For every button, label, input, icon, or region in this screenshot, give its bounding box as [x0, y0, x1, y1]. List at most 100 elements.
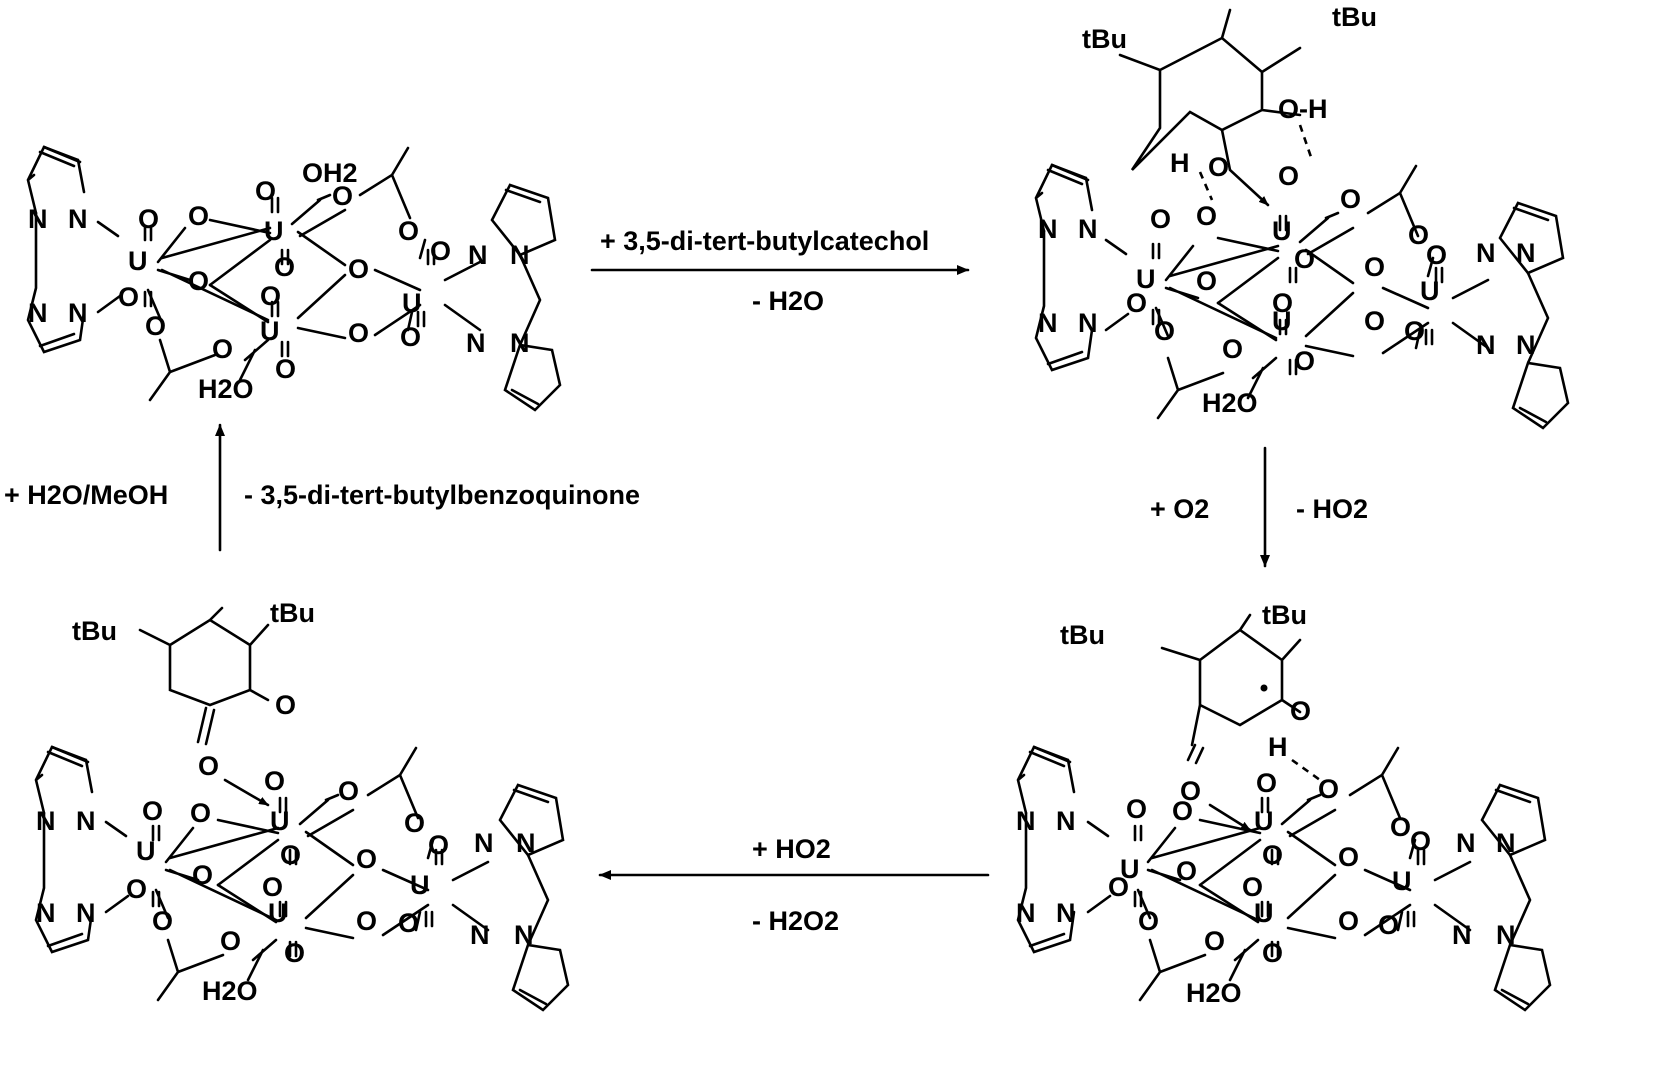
oxo-atom: O	[428, 830, 449, 860]
complex-d: tBu tBu O O U U U U O O O O O O O O O O …	[34, 598, 570, 1012]
oxo-atom: O	[255, 176, 276, 206]
oxo-atom: O	[1262, 840, 1283, 870]
bridging-oxygen: O	[192, 860, 213, 890]
oxo-atom: O	[142, 796, 163, 826]
nitrogen-atom: N	[36, 898, 56, 928]
bridging-oxygen: O	[190, 798, 211, 828]
oxo-atom: O	[1410, 826, 1431, 856]
oxo-atom: O	[260, 281, 281, 311]
nitrogen-atom: N	[514, 920, 534, 950]
uranium-atom: U	[1272, 306, 1292, 336]
nitrogen-atom: N	[516, 828, 536, 858]
bridging-oxygen: O	[348, 318, 369, 348]
uranium-atom: U	[1392, 866, 1412, 896]
acetate-oxygen: O	[398, 216, 419, 246]
nitrogen-atom: N	[1452, 920, 1472, 950]
bridging-oxygen: O	[348, 254, 369, 284]
uranium-atom: U	[410, 870, 430, 900]
acetate-oxygen: O	[145, 311, 166, 341]
oxo-atom: O	[274, 252, 295, 282]
semiquinone-oxygen: O	[1290, 696, 1311, 726]
acetate-oxygen: O	[1138, 906, 1159, 936]
nitrogen-atom: N	[28, 204, 48, 234]
aqua-ligand: H2O	[1202, 388, 1258, 418]
step1-byproduct-label: - H2O	[752, 286, 824, 316]
oxo-atom: O	[262, 872, 283, 902]
uranium-atom: U	[1420, 276, 1440, 306]
acetate-oxygen: O	[1318, 774, 1339, 804]
bridging-oxygen: O	[1196, 266, 1217, 296]
step3-byproduct-label: - H2O2	[752, 906, 839, 936]
nitrogen-atom: N	[1078, 308, 1098, 338]
aqua-ligand: OH2	[302, 158, 358, 188]
oxo-atom: O	[1272, 288, 1293, 318]
uranium-atom: U	[270, 806, 290, 836]
tbu-label: tBu	[1262, 600, 1307, 630]
uranium-atom: U	[402, 288, 422, 318]
nitrogen-atom: N	[36, 806, 56, 836]
nitrogen-atom: N	[466, 328, 486, 358]
acetate-oxygen: O	[338, 776, 359, 806]
bridging-oxygen: O	[1196, 201, 1217, 231]
nitrogen-atom: N	[1038, 214, 1058, 244]
oxo-atom: O	[118, 282, 139, 312]
acetate-oxygen: O	[1408, 220, 1429, 250]
oxo-atom: O	[126, 874, 147, 904]
oxo-atom: O	[1294, 346, 1315, 376]
quinone-oxygen: O	[198, 751, 219, 781]
acetate-oxygen: O	[220, 926, 241, 956]
step1-arrow-group: + 3,5-di-tert-butylcatechol - H2O	[590, 226, 970, 316]
bridging-oxygen: O	[1364, 306, 1385, 336]
nitrogen-atom: N	[1056, 806, 1076, 836]
bridging-oxygen: O	[356, 844, 377, 874]
bridging-oxygen: O	[1338, 906, 1359, 936]
uranium-atom: U	[1120, 854, 1140, 884]
oxo-atom: O	[1108, 872, 1129, 902]
nitrogen-atom: N	[68, 298, 88, 328]
acetate-oxygen: O	[152, 906, 173, 936]
oxo-atom: O	[398, 908, 419, 938]
bridging-oxygen: O	[188, 266, 209, 296]
complex-b: tBu tBu O-H H O O U U U U O O O O O O O …	[1034, 2, 1570, 430]
oxo-atom: O	[430, 236, 451, 266]
bridging-oxygen: O	[1364, 252, 1385, 282]
aqua-ligand: H2O	[1186, 978, 1242, 1008]
acetate-oxygen: O	[1154, 316, 1175, 346]
nitrogen-atom: N	[470, 920, 490, 950]
nitrogen-atom: N	[1496, 828, 1516, 858]
semiquinone-oxygen: O	[1180, 776, 1201, 806]
quinone-oxygen: O	[275, 690, 296, 720]
nitrogen-atom: N	[76, 898, 96, 928]
oxo-atom: O	[400, 322, 421, 352]
nitrogen-atom: N	[28, 298, 48, 328]
nitrogen-atom: N	[76, 806, 96, 836]
nitrogen-atom: N	[68, 204, 88, 234]
bridging-oxygen: O	[1176, 856, 1197, 886]
nitrogen-atom: N	[1056, 898, 1076, 928]
oxo-atom: O	[264, 766, 285, 796]
uranium-atom: U	[1254, 806, 1274, 836]
oxo-atom: O	[275, 354, 296, 384]
nitrogen-atom: N	[1516, 238, 1536, 268]
step4-arrow-group: + H2O/MeOH - 3,5-di-tert-butylbenzoquino…	[4, 423, 640, 552]
bridging-oxygen: O	[188, 201, 209, 231]
oxo-atom: O	[1262, 938, 1283, 968]
nitrogen-atom: N	[1476, 238, 1496, 268]
tbu-label: tBu	[1332, 2, 1377, 32]
uranium-atom: U	[136, 836, 156, 866]
uranium-atom: U	[1272, 216, 1292, 246]
oxo-atom: O	[1256, 768, 1277, 798]
nitrogen-atom: N	[510, 328, 530, 358]
oxo-atom: O	[1426, 240, 1447, 270]
acetate-oxygen: O	[332, 181, 353, 211]
uranium-atom: U	[128, 246, 148, 276]
bridging-oxygen: O	[1172, 796, 1193, 826]
step3-arrow-group: + HO2 - H2O2	[598, 834, 990, 936]
nitrogen-atom: N	[1016, 806, 1036, 836]
nitrogen-atom: N	[1038, 308, 1058, 338]
oxo-atom: O	[1126, 794, 1147, 824]
step3-reagent-label: + HO2	[752, 834, 831, 864]
oxo-atom: O	[1378, 910, 1399, 940]
nitrogen-atom: N	[1476, 330, 1496, 360]
